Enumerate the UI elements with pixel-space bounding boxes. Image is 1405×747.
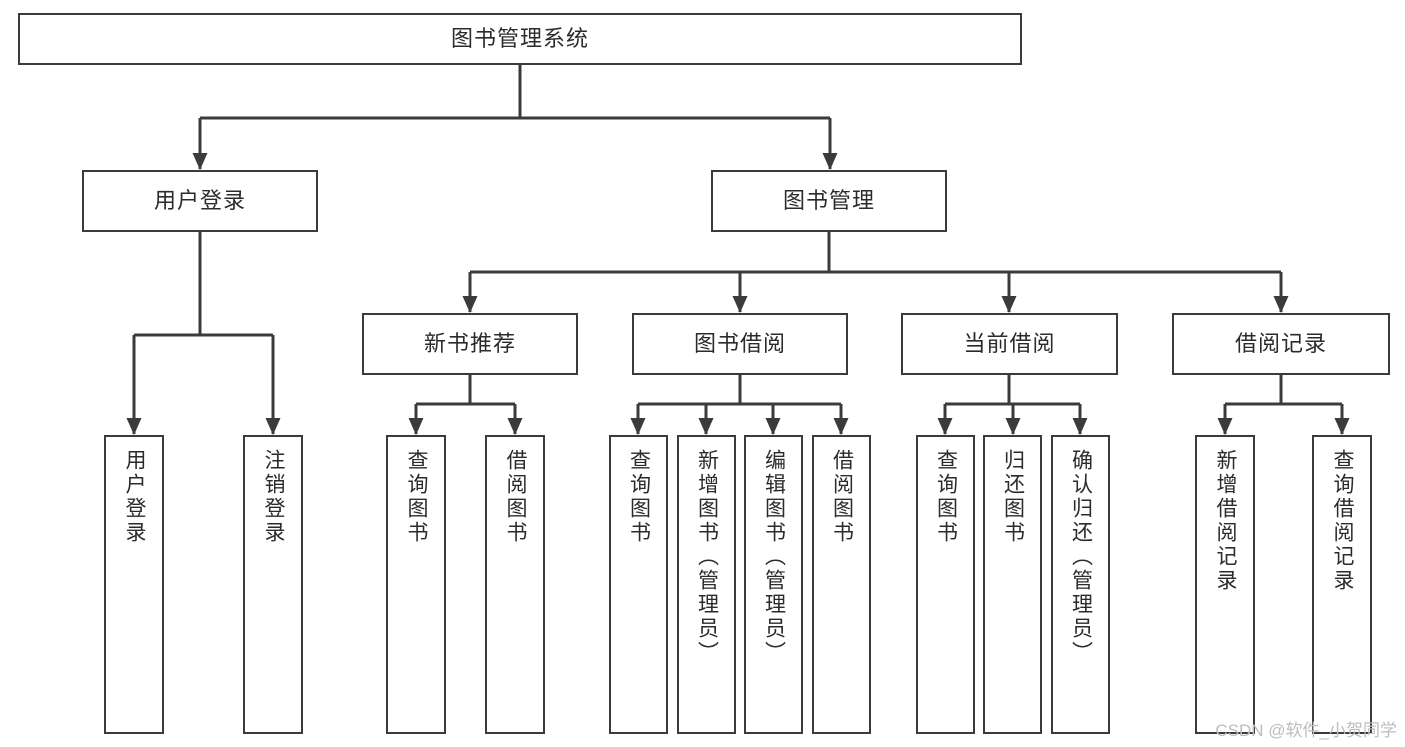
arrowhead-level3_rec_to_leaves-1 — [507, 418, 523, 435]
node-label-leaf-user-login: 用户登录 — [123, 449, 147, 545]
arrowhead-level3_record_to_leaves-1 — [1334, 418, 1350, 435]
node-user-login[interactable]: 用户登录 — [82, 170, 318, 232]
node-label-leaf-add-record: 新增借阅记录 — [1214, 449, 1238, 593]
arrowhead-level2_manage_to_level3-0 — [462, 296, 478, 313]
node-leaf-borrow-book-b[interactable]: 借阅图书 — [812, 435, 871, 734]
node-label-root: 图书管理系统 — [450, 25, 589, 51]
node-label-borrow-record: 借阅记录 — [1234, 330, 1327, 356]
node-leaf-user-login[interactable]: 用户登录 — [104, 435, 164, 734]
arrowhead-level2_manage_to_level3-2 — [1001, 296, 1017, 313]
arrowhead-level2_manage_to_level3-3 — [1273, 296, 1289, 313]
node-book-manage[interactable]: 图书管理 — [711, 170, 947, 232]
node-label-leaf-query-book-rec: 查询图书 — [405, 449, 429, 545]
arrowhead-level3_borrow_to_leaves-3 — [833, 418, 849, 435]
node-leaf-borrow-book-rec[interactable]: 借阅图书 — [485, 435, 545, 734]
node-label-leaf-query-book-c: 查询图书 — [934, 449, 958, 545]
node-label-book-borrow: 图书借阅 — [693, 330, 786, 356]
arrowhead-level3_borrow_to_leaves-2 — [765, 418, 781, 435]
arrowhead-level2_manage_to_level3-1 — [732, 296, 748, 313]
node-leaf-query-book-c[interactable]: 查询图书 — [916, 435, 975, 734]
node-label-leaf-user-logout: 注销登录 — [262, 449, 286, 545]
arrowhead-level3_rec_to_leaves-0 — [408, 418, 424, 435]
node-leaf-edit-book[interactable]: 编辑图书（管理员） — [744, 435, 803, 734]
node-current-borrow[interactable]: 当前借阅 — [901, 313, 1118, 375]
node-leaf-add-book[interactable]: 新增图书（管理员） — [677, 435, 736, 734]
node-root[interactable]: 图书管理系统 — [18, 13, 1022, 65]
arrowhead-level2_user_to_leaves-0 — [126, 418, 142, 435]
node-label-leaf-return-book: 归还图书 — [1001, 449, 1025, 545]
node-label-leaf-borrow-book-b: 借阅图书 — [830, 449, 854, 545]
arrowhead-level3_borrow_to_leaves-0 — [630, 418, 646, 435]
node-leaf-query-record[interactable]: 查询借阅记录 — [1312, 435, 1372, 734]
arrowhead-root_to_level2-1 — [822, 153, 838, 170]
node-leaf-return-book[interactable]: 归还图书 — [983, 435, 1042, 734]
node-label-leaf-confirm-return: 确认归还（管理员） — [1069, 449, 1093, 665]
arrowhead-level3_record_to_leaves-0 — [1217, 418, 1233, 435]
arrowhead-level3_current_to_leaves-0 — [937, 418, 953, 435]
node-leaf-query-book-rec[interactable]: 查询图书 — [386, 435, 446, 734]
node-label-leaf-query-record: 查询借阅记录 — [1331, 449, 1355, 593]
node-label-leaf-query-book-b: 查询图书 — [627, 449, 651, 545]
node-label-leaf-add-book: 新增图书（管理员） — [695, 449, 719, 665]
node-leaf-add-record[interactable]: 新增借阅记录 — [1195, 435, 1255, 734]
node-label-book-manage: 图书管理 — [782, 187, 875, 213]
node-book-borrow[interactable]: 图书借阅 — [632, 313, 848, 375]
node-label-new-book-rec: 新书推荐 — [423, 330, 516, 356]
arrowhead-level3_current_to_leaves-2 — [1072, 418, 1088, 435]
csdn-watermark: CSDN @软件_小贺同学 — [1215, 721, 1397, 740]
node-label-leaf-borrow-book-rec: 借阅图书 — [504, 449, 528, 545]
arrowhead-level2_user_to_leaves-1 — [265, 418, 281, 435]
node-label-user-login: 用户登录 — [153, 187, 246, 213]
node-leaf-user-logout[interactable]: 注销登录 — [243, 435, 303, 734]
node-label-current-borrow: 当前借阅 — [963, 330, 1056, 356]
node-borrow-record[interactable]: 借阅记录 — [1172, 313, 1390, 375]
node-label-leaf-edit-book: 编辑图书（管理员） — [762, 449, 786, 665]
arrowhead-root_to_level2-0 — [192, 153, 208, 170]
arrowhead-level3_borrow_to_leaves-1 — [698, 418, 714, 435]
arrowhead-level3_current_to_leaves-1 — [1005, 418, 1021, 435]
node-leaf-query-book-b[interactable]: 查询图书 — [609, 435, 668, 734]
node-leaf-confirm-return[interactable]: 确认归还（管理员） — [1051, 435, 1110, 734]
node-new-book-rec[interactable]: 新书推荐 — [362, 313, 578, 375]
